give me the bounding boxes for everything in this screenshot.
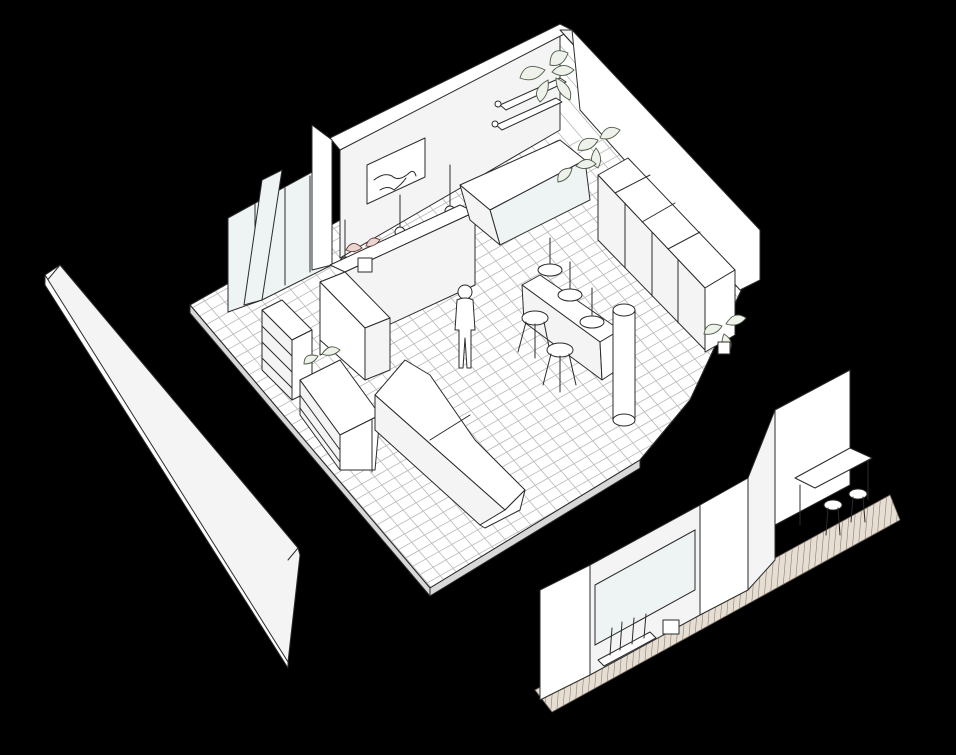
stool-icon xyxy=(517,310,577,393)
tile-line xyxy=(190,139,559,588)
tile-line xyxy=(190,139,760,588)
deck-board xyxy=(904,480,924,720)
deck-board xyxy=(813,495,835,712)
tile-line xyxy=(0,140,118,700)
service-counter xyxy=(319,204,476,381)
tile-line xyxy=(827,0,956,700)
tile-line xyxy=(750,30,760,588)
tile-line xyxy=(0,0,88,700)
deck-board xyxy=(928,480,948,720)
tile-line xyxy=(190,139,760,588)
pendant-lamp-icon xyxy=(537,237,605,329)
tile-line xyxy=(190,139,760,588)
deck-board xyxy=(795,495,817,712)
deck-board xyxy=(934,480,954,720)
tile-line xyxy=(942,0,956,700)
tile-line xyxy=(0,0,49,700)
deck-board xyxy=(922,480,942,720)
plant-icon xyxy=(597,613,680,667)
tile-line xyxy=(944,140,956,700)
deck-board xyxy=(807,495,829,712)
tile-line xyxy=(190,139,647,588)
tile-line xyxy=(922,140,956,700)
deck-board xyxy=(916,480,936,720)
person-icon xyxy=(454,284,476,369)
tile-line xyxy=(923,0,956,700)
tile-line xyxy=(770,0,956,700)
shop-interior xyxy=(0,0,956,700)
stool-icon xyxy=(823,488,868,536)
detached-left-wall xyxy=(44,264,301,669)
tile-line xyxy=(0,0,11,700)
tile-line xyxy=(0,140,96,700)
deck-board xyxy=(831,495,853,712)
tile-line xyxy=(190,139,760,588)
tile-line xyxy=(0,0,164,700)
tile-line xyxy=(0,0,30,700)
tile-line xyxy=(190,139,760,588)
tile-line xyxy=(866,0,956,700)
deck-board xyxy=(825,495,847,712)
tile-line xyxy=(0,140,140,700)
tile-line xyxy=(0,140,74,700)
tile-line xyxy=(0,140,8,700)
tile-line xyxy=(846,0,956,700)
tile-line xyxy=(482,30,760,588)
tile-line xyxy=(878,140,956,700)
tile-line xyxy=(789,0,956,700)
tile-line xyxy=(190,139,760,588)
wall-shelves xyxy=(491,77,567,131)
deck-board xyxy=(801,495,823,712)
tile-line xyxy=(856,140,956,700)
tile-line xyxy=(904,0,956,700)
plant-icon xyxy=(303,346,341,365)
tile-line xyxy=(0,140,30,700)
tile-line xyxy=(808,0,956,700)
plant-icon xyxy=(345,237,381,273)
deck-board xyxy=(910,480,930,720)
deck-board xyxy=(837,495,859,712)
tile-line xyxy=(834,140,956,700)
entrance-glazing xyxy=(227,124,333,313)
tile-line xyxy=(463,30,760,588)
tile-line xyxy=(190,139,760,588)
tile-line xyxy=(731,30,760,588)
tile-line xyxy=(190,139,251,588)
tile-line xyxy=(190,139,229,588)
plant-icon xyxy=(557,126,621,183)
display-fridge xyxy=(374,359,526,529)
shelving-left xyxy=(261,299,381,473)
tile-line xyxy=(190,139,760,588)
plant-icon xyxy=(703,314,747,355)
plant-icon xyxy=(519,50,575,103)
column xyxy=(612,303,636,427)
poster-icon xyxy=(366,137,426,205)
deck-board xyxy=(819,495,841,712)
display-case xyxy=(459,139,591,246)
tile-line xyxy=(885,0,956,700)
tile-line xyxy=(0,0,68,700)
deck-board xyxy=(897,495,900,712)
tile-line xyxy=(900,140,956,700)
tile-line xyxy=(0,140,52,700)
